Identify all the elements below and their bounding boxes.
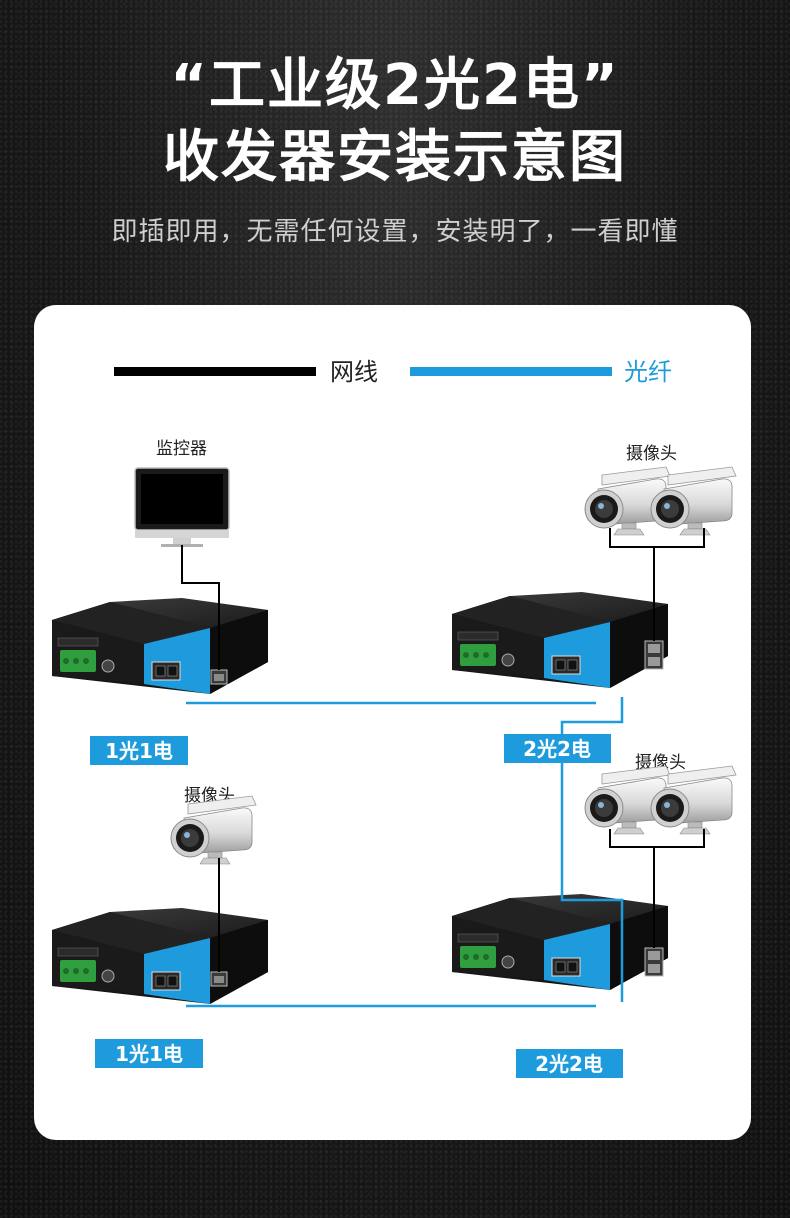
fiber-tr-to-br <box>560 697 624 1002</box>
label-box-bottom-right: 2光2电 <box>516 1049 623 1078</box>
legend-cable-line <box>114 367 316 376</box>
cable-monitor-to-tl <box>181 545 220 670</box>
legend-cable-label: 网线 <box>330 358 378 386</box>
cable-cams-to-tr <box>609 528 705 641</box>
rj45-port-icon <box>210 669 228 685</box>
legend: 网线 光纤 <box>114 358 672 386</box>
camera-label-top-right: 摄像头 <box>626 444 677 464</box>
subtitle: 即插即用，无需任何设置，安装明了，一看即懂 <box>111 217 679 247</box>
rj45-port-icon <box>210 971 228 987</box>
camera-icon <box>170 795 257 865</box>
transceiver-2f2e-bottom-right <box>451 893 669 991</box>
fiber-lines <box>186 697 624 1008</box>
label-box-top-left: 1光1电 <box>90 736 188 765</box>
transceiver-1f1e-top-left <box>51 597 269 695</box>
transceiver-2f2e-top-right <box>451 591 669 689</box>
monitor-icon: 监控器 <box>134 439 230 547</box>
rj45-dual-port-icon <box>644 947 664 977</box>
label-box-top-right: 2光2电 <box>504 734 611 763</box>
diagram-card: 网线 光纤 监控器 摄像头 摄像头 摄像头 <box>34 305 751 1140</box>
label-box-bottom-left: 1光1电 <box>95 1039 203 1068</box>
transceiver-1f1e-bottom-left <box>51 907 269 1005</box>
legend-fiber-label: 光纤 <box>624 358 672 386</box>
network-cables <box>181 528 705 972</box>
title-line-1: “工业级2光2电” <box>170 53 620 118</box>
rj45-dual-port-icon <box>644 640 664 670</box>
label-box-text: 2光2电 <box>523 737 591 761</box>
title-line-2: 收发器安装示意图 <box>163 125 627 190</box>
label-box-text: 1光1电 <box>105 739 173 763</box>
label-box-text: 2光2电 <box>535 1052 603 1076</box>
monitor-label: 监控器 <box>156 439 207 459</box>
legend-fiber-line <box>410 367 612 376</box>
label-box-text: 1光1电 <box>115 1042 183 1066</box>
cable-cams-to-br <box>609 829 705 948</box>
